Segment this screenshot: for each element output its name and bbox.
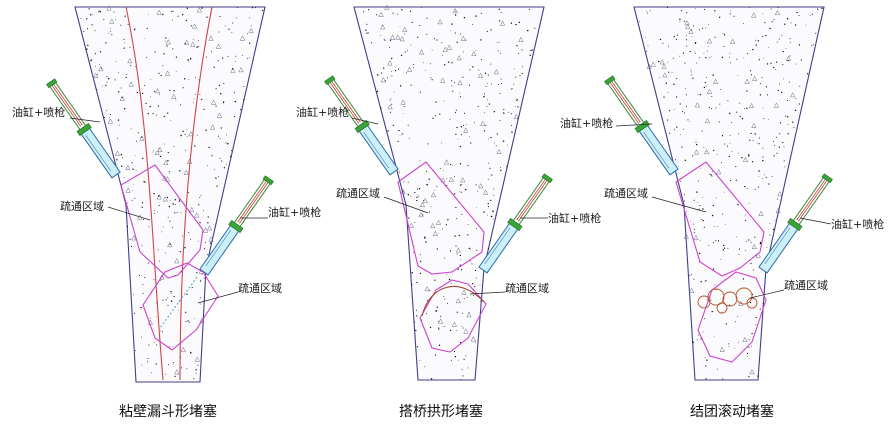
spray-path — [159, 276, 198, 329]
caption: 结团滚动堵塞 — [690, 403, 774, 420]
panel-funnel-wall-blockage: 油缸+喷枪 油缸+喷枪 疏通区域 疏通区域 粘壁漏斗形堵塞 — [12, 5, 321, 420]
caption: 粘壁漏斗形堵塞 — [119, 403, 217, 420]
label-zone-upper: 疏通区域 — [604, 186, 648, 200]
clearing-zone-upper — [675, 161, 765, 277]
clearing-zone-lower — [142, 262, 219, 351]
material-specks — [363, 4, 536, 381]
caption: 搭桥拱形堵塞 — [399, 403, 483, 420]
rolling-clumps — [697, 287, 758, 314]
label-zone-lower: 疏通区域 — [238, 281, 282, 295]
bridge-arch — [421, 285, 485, 317]
clearing-zone-upper — [397, 161, 485, 275]
clearing-zone-lower — [697, 271, 767, 363]
label-gun-upper: 油缸+喷枪 — [296, 105, 349, 119]
label-gun-upper: 油缸+喷枪 — [560, 116, 613, 130]
label-gun-lower: 油缸+喷枪 — [831, 217, 884, 231]
label-gun-upper: 油缸+喷枪 — [12, 105, 65, 119]
funnel-wall-right — [179, 6, 213, 381]
hopper-outline — [353, 6, 545, 381]
material-specks — [639, 6, 823, 380]
clearing-zone-upper — [120, 164, 204, 279]
label-zone-upper: 疏通区域 — [336, 186, 380, 200]
panel-clump-rolling-blockage: 油缸+喷枪 油缸+喷枪 疏通区域 疏通区域 结团滚动堵塞 — [560, 6, 884, 420]
label-gun-lower: 油缸+喷枪 — [268, 205, 321, 219]
hopper-outline — [633, 6, 825, 381]
label-zone-lower: 疏通区域 — [784, 278, 828, 292]
panel-bridge-arch-blockage: 油缸+喷枪 油缸+喷枪 疏通区域 疏通区域 搭桥拱形堵塞 — [296, 4, 601, 420]
clearing-zone-lower — [419, 279, 487, 353]
label-zone-lower: 疏通区域 — [505, 281, 549, 295]
label-zone-upper: 疏通区域 — [60, 199, 104, 213]
hopper-outline — [74, 6, 266, 383]
funnel-wall-left — [125, 6, 164, 381]
label-gun-lower: 油缸+喷枪 — [548, 211, 601, 225]
